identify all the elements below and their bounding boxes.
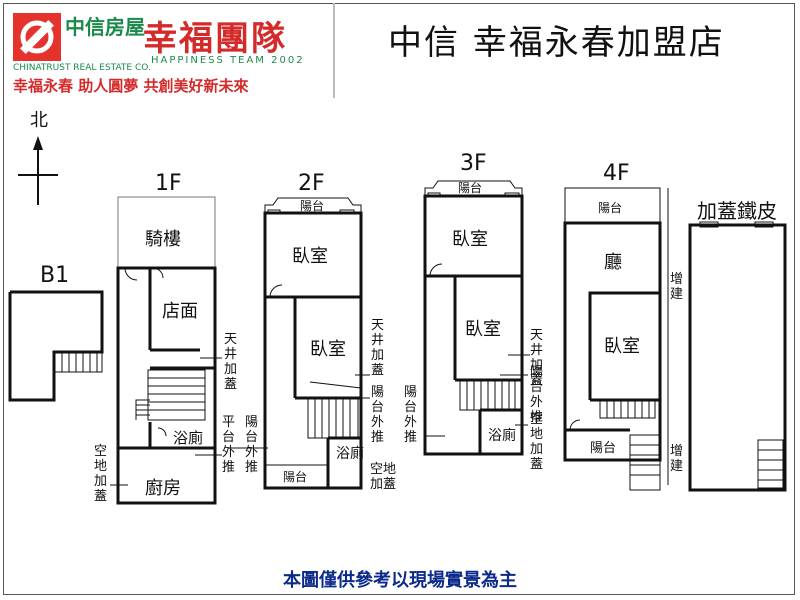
header-divider	[333, 3, 335, 98]
floor-label-roof: 加蓋鐵皮	[697, 199, 777, 223]
room-shop: 店面	[162, 301, 198, 322]
store-name: 中信 幸福永春加盟店	[388, 23, 725, 63]
floor-label-4f: 4F	[603, 161, 630, 186]
brand-name-en: CHINATRUST REAL ESTATE CO.	[13, 63, 151, 73]
note-skylight-2f: 天井加蓋	[371, 318, 385, 378]
room-kitchen: 廚房	[145, 477, 181, 499]
slogan: 幸福永春 助人圓夢 共創美好新未來	[13, 77, 249, 95]
room-bedroom-2f-b: 臥室	[310, 339, 346, 360]
note-leaders	[110, 354, 530, 486]
disclaimer-footer: 本圖僅供參考以現場實景為主	[283, 570, 517, 591]
note-balcony-push-2f: 陽台外推	[245, 415, 259, 475]
floor-label-3f: 3F	[460, 151, 487, 176]
room-bedroom-3f-a: 臥室	[452, 229, 488, 250]
room-arcade: 騎樓	[145, 229, 181, 250]
room-balcony-3f: 陽台	[458, 180, 482, 195]
note-platform-1f: 平台外推	[222, 415, 236, 475]
team-name-en: HAPPINESS TEAM 2002	[151, 55, 305, 66]
note-skylight-3f: 天井加蓋	[530, 328, 544, 388]
note-addon-4f-a: 增建	[670, 272, 684, 302]
north-label: 北	[30, 110, 48, 131]
room-balcony-2f-b: 陽台	[283, 469, 307, 484]
page-frame	[3, 3, 795, 595]
plan-1f	[116, 196, 217, 505]
note-addon-4f-b: 增建	[670, 444, 684, 474]
brand-logo-icon	[13, 13, 61, 61]
plan-2f	[263, 197, 363, 490]
room-balcony-2f: 陽台	[300, 198, 324, 213]
note-balcony-push-3f-b: 陽台外推	[530, 365, 544, 425]
plan-b1	[8, 290, 104, 402]
room-hall-4f: 廳	[604, 252, 622, 273]
note-balcony-push-2f-b: 陽台外推	[371, 385, 385, 445]
floor-label-b1: B1	[40, 263, 69, 288]
north-compass	[18, 136, 58, 205]
plan-4f	[563, 187, 669, 491]
room-balcony-4f: 陽台	[598, 200, 622, 215]
room-bedroom-2f-a: 臥室	[292, 246, 328, 267]
room-bath-1f: 浴廁	[173, 429, 203, 447]
plan-3f	[423, 180, 524, 456]
floor-label-1f: 1F	[155, 171, 182, 196]
floor-label-2f: 2F	[298, 171, 325, 196]
note-vacant-3f: 空地加蓋	[530, 412, 544, 472]
header: 中信房屋 幸福團隊 CHINATRUST REAL ESTATE CO. HAP…	[3, 3, 795, 98]
room-balcony-4f-b: 陽台	[590, 441, 616, 456]
note-vacant-1f: 空地加蓋	[94, 444, 108, 504]
note-balcony-push-3f: 陽台外推	[404, 385, 418, 445]
team-name: 幸福團隊	[143, 19, 287, 59]
room-bath-3f: 浴廁	[488, 427, 516, 444]
note-skylight-1f: 天井加蓋	[224, 332, 238, 392]
room-bedroom-3f-b: 臥室	[465, 319, 501, 340]
room-bath-2f: 浴廁	[336, 445, 364, 462]
brand-name: 中信房屋	[65, 15, 145, 39]
note-vacant-2f: 空地加蓋	[370, 462, 397, 492]
plan-roof	[688, 221, 787, 492]
room-bedroom-4f: 臥室	[604, 336, 640, 357]
